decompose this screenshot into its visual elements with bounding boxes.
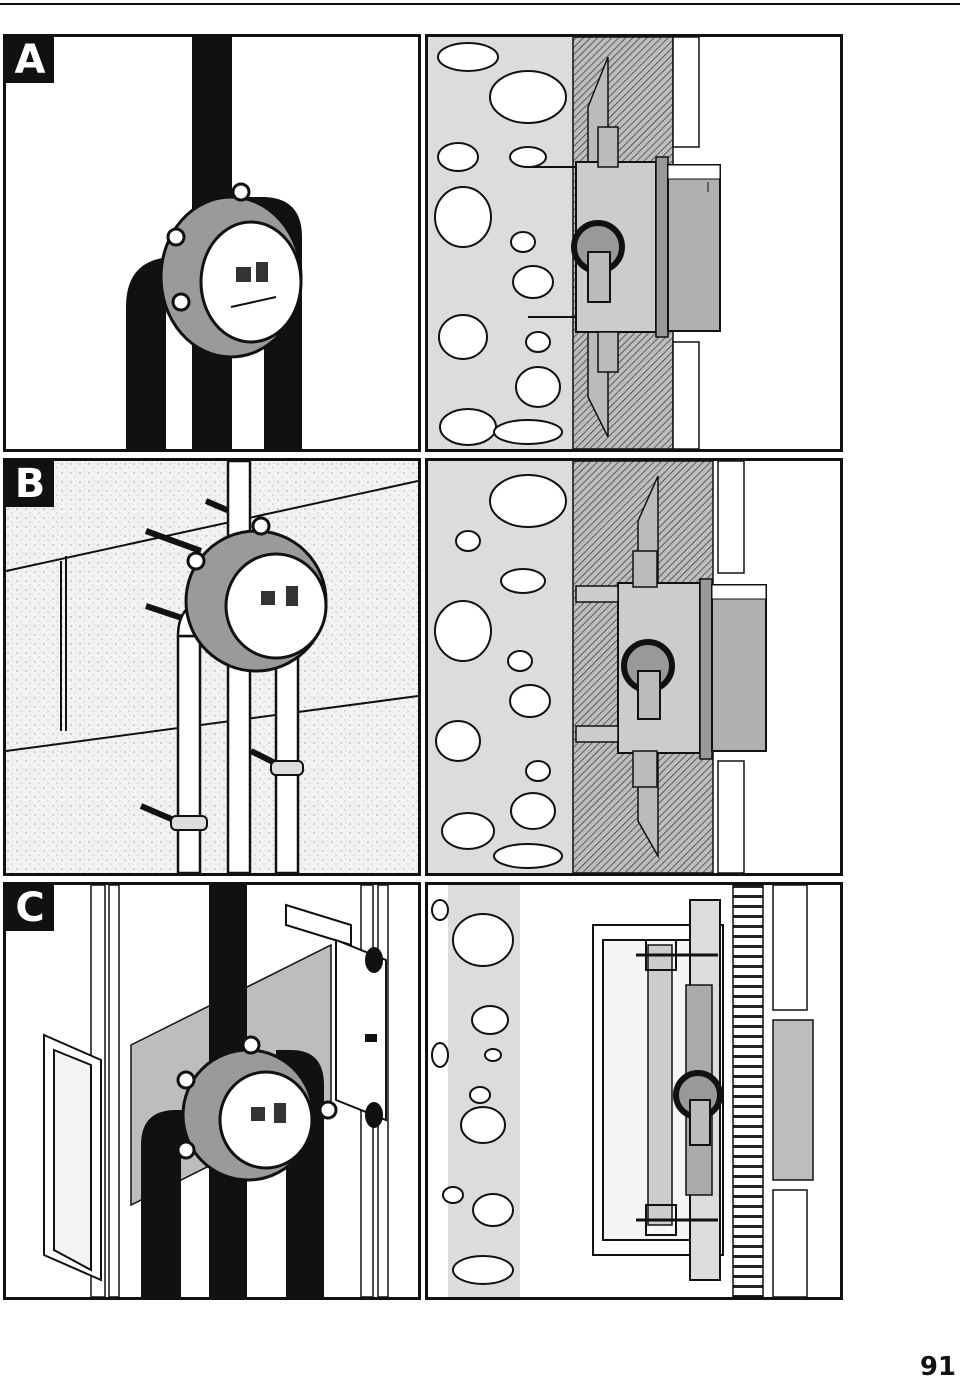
panel-a-perspective: A bbox=[3, 34, 421, 452]
valve-section bbox=[528, 56, 721, 438]
tile-bottom-b bbox=[717, 760, 745, 873]
panel-b-perspective: B bbox=[3, 458, 421, 876]
tile-bottom bbox=[672, 341, 700, 449]
panel-label-b: B bbox=[6, 461, 54, 507]
valve-section-c bbox=[636, 939, 723, 1236]
panel-c-perspective: C bbox=[3, 882, 421, 1300]
valve-section-b bbox=[575, 475, 767, 859]
brick-wall bbox=[6, 461, 418, 873]
rail-rack bbox=[732, 885, 764, 1297]
valve-body-b bbox=[184, 516, 328, 673]
panel-c-section bbox=[425, 882, 843, 1300]
tile-bottom-c bbox=[772, 1189, 808, 1297]
tile-top-b bbox=[717, 461, 745, 574]
left-pipe-c bbox=[141, 1110, 191, 1297]
illustration-c-left bbox=[43, 885, 389, 1297]
cover-plate-c bbox=[772, 1019, 814, 1181]
illustration-a-left bbox=[126, 37, 303, 449]
valve-body bbox=[159, 182, 303, 359]
illustration-b-right bbox=[428, 461, 767, 873]
panel-label-a: A bbox=[6, 37, 54, 83]
illustration-c-right bbox=[428, 885, 814, 1297]
tile-top-c bbox=[772, 885, 808, 1011]
illustration-a-right bbox=[428, 37, 721, 449]
panel-label-c: C bbox=[6, 885, 54, 931]
panel-b-section bbox=[425, 458, 843, 876]
tile-top bbox=[672, 37, 700, 148]
valve-body-c bbox=[176, 1035, 338, 1182]
page-number: 91 bbox=[919, 1352, 956, 1382]
left-pipe bbox=[126, 257, 196, 449]
panel-a-section bbox=[425, 34, 843, 452]
illustration-b-left bbox=[6, 461, 418, 873]
top-rule bbox=[0, 3, 960, 5]
